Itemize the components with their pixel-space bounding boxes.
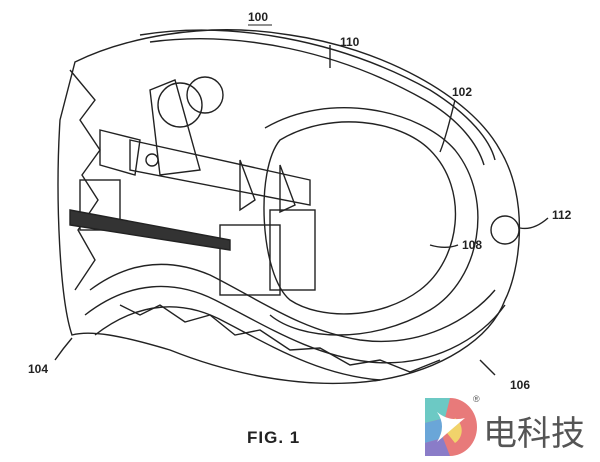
figure-caption: FIG. 1	[247, 428, 301, 447]
label-108: 108	[462, 238, 483, 252]
inner-cavity-108	[263, 121, 457, 315]
label-106: 106	[510, 378, 531, 392]
watermark: ® 电科技	[425, 394, 600, 460]
right-module	[219, 224, 281, 296]
label-112: 112	[552, 208, 572, 222]
registered-mark: ®	[473, 394, 480, 404]
button-112	[490, 215, 520, 245]
watermark-logo-icon	[425, 398, 477, 456]
label-104: 104	[28, 362, 49, 376]
label-102: 102	[452, 85, 473, 99]
label-100: 100	[248, 10, 269, 24]
outer-shell	[57, 29, 521, 385]
top-shell-110	[139, 29, 496, 161]
watermark-text: 电科技	[483, 414, 585, 454]
label-110: 110	[340, 35, 360, 49]
